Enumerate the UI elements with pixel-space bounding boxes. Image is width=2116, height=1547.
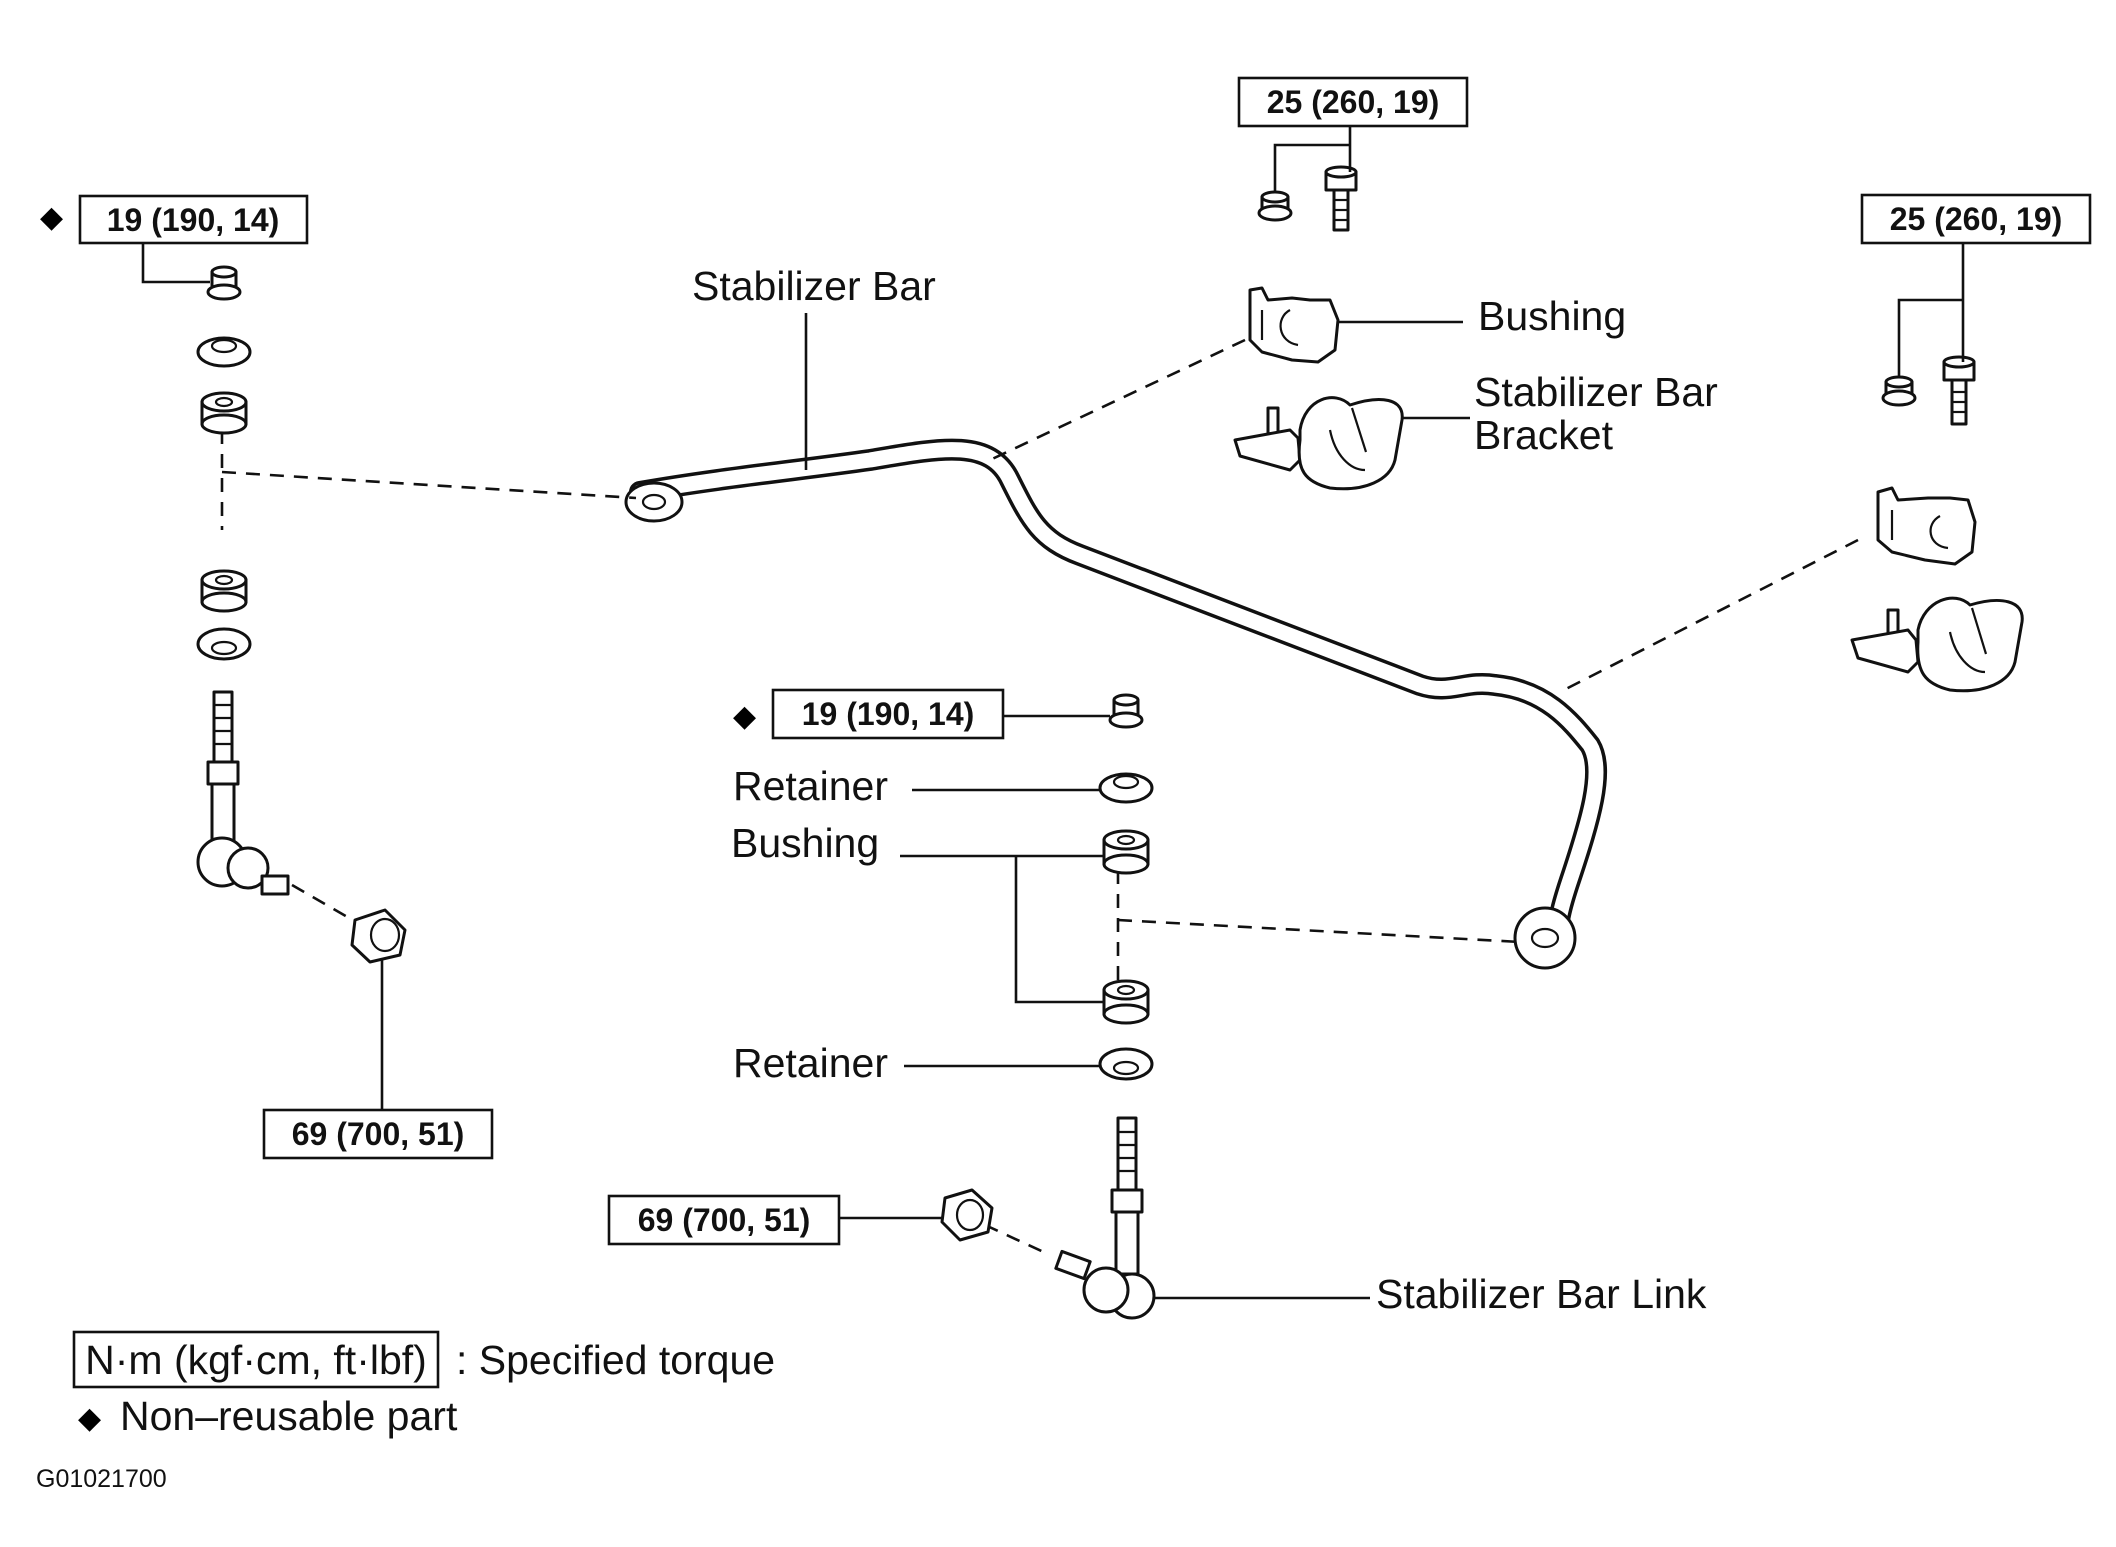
torque-spec-upper-bracket: 25 (260, 19) [1267,84,1440,120]
torque-callout-upper-bracket: 25 (260, 19) [1237,76,1469,128]
center-bushing-upper [1102,829,1150,875]
assembly-dashed-lines [220,338,1859,1257]
torque-spec-right-bracket: 25 (260, 19) [1890,201,2063,237]
center-retainer-upper [1098,772,1154,804]
center-bracket-bolt [1324,165,1358,232]
non-reusable-mark-center: ◆ [733,700,756,733]
torque-spec-center-lower-nut: 69 (700, 51) [638,1202,811,1238]
right-bracket-bolt [1942,355,1976,426]
left-bushing-upper [200,391,248,435]
label-stabilizer-bar: Stabilizer Bar [692,263,936,309]
label-bracket-line1: Stabilizer Bar [1474,369,1718,415]
left-bushing-lower [200,569,248,613]
bar-right-eye [1513,906,1577,970]
center-bracket-nut [1257,190,1293,222]
left-retainer-lower [196,627,252,661]
top-stabilizer-bracket [1233,396,1404,491]
legend-torque-box [72,1330,440,1389]
center-lower-nut [940,1188,994,1242]
right-bracket-nut [1881,375,1917,407]
legend-non-reusable-symbol: ◆ [78,1402,101,1435]
leader-lines [141,127,1965,1300]
left-link-assembly [196,265,407,964]
label-retainer-lower: Retainer [733,1040,888,1086]
label-bushing-center: Bushing [731,820,879,866]
center-stabilizer-link [1054,1116,1156,1320]
non-reusable-mark-left: ◆ [40,201,63,234]
label-stabilizer-bar-link: Stabilizer Bar Link [1376,1271,1707,1317]
center-bracket-fasteners [1257,165,1358,232]
center-retainer-lower [1098,1047,1154,1081]
torque-spec-left-lower-nut: 69 (700, 51) [292,1116,465,1152]
right-stabilizer-bracket [1850,596,2024,693]
label-retainer-upper: Retainer [733,763,888,809]
left-stabilizer-link [196,690,290,896]
legend-torque-units: N·m (kgf·cm, ft·lbf) [85,1337,427,1383]
torque-callout-left-nut: ◆ 19 (190, 14) [40,194,309,245]
left-retainer-upper [196,336,252,368]
torque-spec-left-nut: 19 (190, 14) [107,202,280,238]
legend-torque-desc: : Specified torque [456,1337,775,1383]
left-lower-nut [350,908,407,964]
torque-spec-center-nut: 19 (190, 14) [802,696,975,732]
stabilizer-bar [624,438,1608,970]
label-bracket-line2: Bracket [1474,412,1614,458]
torque-callout-left-lower-nut: 69 (700, 51) [262,1108,494,1160]
right-bracket-fasteners [1881,355,1976,426]
legend-non-reusable-desc: Non–reusable part [120,1393,458,1439]
legend: N·m (kgf·cm, ft·lbf) : Specified torque … [36,1330,775,1493]
right-bar-bushing [1876,486,1977,566]
torque-callout-center-nut: ◆ 19 (190, 14) [733,688,1005,740]
bar-left-eye [624,481,684,523]
top-bar-bushing [1248,286,1340,364]
center-nut [1108,693,1144,729]
figure-code: G01021700 [36,1465,167,1493]
center-link-assembly [940,693,1156,1320]
left-nut [206,265,242,301]
center-bushing-lower [1102,979,1150,1025]
torque-callout-center-lower-nut: 69 (700, 51) [607,1194,841,1246]
torque-callout-right-bracket: 25 (260, 19) [1860,193,2092,245]
label-bushing-top: Bushing [1478,293,1626,339]
